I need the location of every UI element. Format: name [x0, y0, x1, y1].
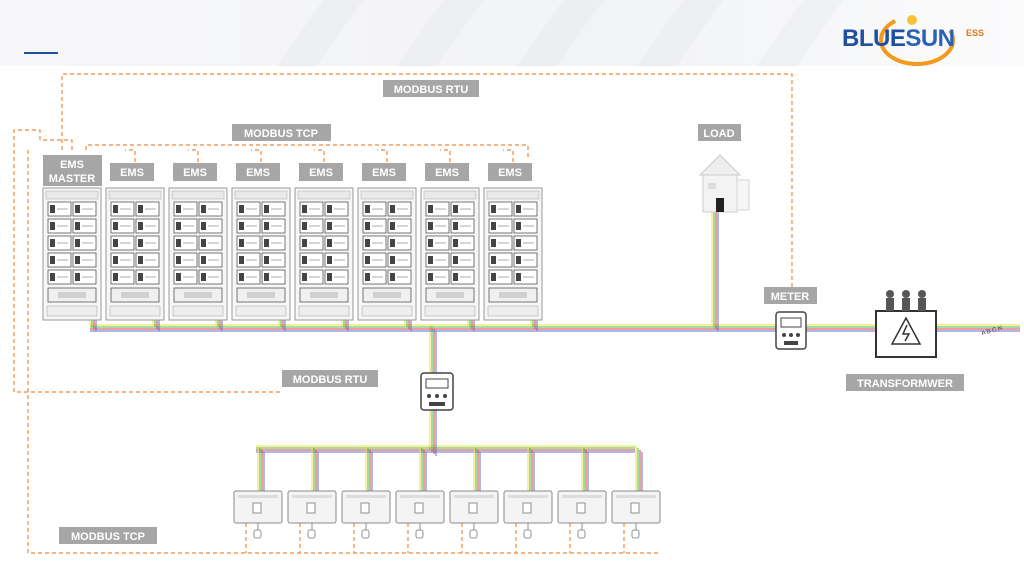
modbus-dashed-links — [13, 73, 793, 554]
svg-text:METER: METER — [771, 291, 810, 303]
battery-cabinet — [483, 187, 543, 321]
inverter — [341, 490, 391, 539]
inverter-meter-icon — [420, 372, 454, 411]
ems-label: EMS — [488, 163, 532, 181]
svg-text:EMS: EMS — [183, 167, 207, 179]
ems-label: EMS — [425, 163, 469, 181]
battery-cabinet — [42, 187, 102, 321]
transformer-label: TRANSFORMWER — [846, 374, 964, 391]
label-modbus-tcp-bottom: MODBUS TCP — [59, 527, 157, 544]
ems-label: EMS — [236, 163, 280, 181]
svg-text:MODBUS RTU: MODBUS RTU — [293, 374, 368, 386]
battery-cabinet — [420, 187, 480, 321]
svg-text:EMS: EMS — [120, 167, 144, 179]
svg-text:EMS: EMS — [435, 167, 459, 179]
power-wiring — [89, 212, 1020, 491]
svg-text:MODBUS TCP: MODBUS TCP — [244, 128, 318, 140]
svg-text:EMS: EMS — [498, 167, 522, 179]
inverter — [395, 490, 445, 539]
header-band — [0, 0, 1024, 66]
svg-text:MODBUS TCP: MODBUS TCP — [71, 531, 145, 543]
svg-text:TRANSFORMWER: TRANSFORMWER — [857, 378, 953, 390]
inverter — [503, 490, 553, 539]
title-underline — [24, 52, 58, 54]
logo-ess-suffix: ESS — [966, 28, 985, 38]
svg-text:EMS: EMS — [246, 167, 270, 179]
ems-label: EMS — [362, 163, 406, 181]
svg-text:EMS: EMS — [60, 159, 84, 171]
svg-text:EMS: EMS — [309, 167, 333, 179]
battery-cabinet — [105, 187, 165, 321]
svg-text:MODBUS RTU: MODBUS RTU — [394, 84, 469, 96]
meter-label: METER — [764, 287, 817, 304]
battery-cabinet-row — [42, 187, 543, 321]
battery-cabinet — [357, 187, 417, 321]
label-ems-master: EMS MASTER — [43, 155, 102, 186]
phase-labels: A B C N — [981, 326, 1003, 337]
inverter — [233, 490, 283, 539]
house-icon — [698, 154, 750, 213]
ems-label: EMS — [110, 163, 154, 181]
ems-label: EMS — [173, 163, 217, 181]
ems-label-row: EMS EMS EMS EMS EMS EMS EMS — [110, 163, 532, 181]
load-label: LOAD — [698, 124, 741, 141]
inverter — [449, 490, 499, 539]
transformer-icon — [875, 290, 937, 358]
ems-modbus-tcp-links — [125, 149, 625, 553]
grid-meter-icon — [775, 311, 807, 350]
logo-wordmark: BLUESUN — [842, 25, 955, 52]
bluesun-logo: BLUESUN ESS — [842, 10, 992, 66]
label-modbus-rtu-top: MODBUS RTU — [383, 80, 479, 97]
inverter-row — [233, 490, 661, 539]
ems-label: EMS — [299, 163, 343, 181]
svg-text:MASTER: MASTER — [49, 173, 96, 185]
battery-cabinet — [168, 187, 228, 321]
sun-swoosh-icon — [879, 14, 955, 66]
inverter — [557, 490, 607, 539]
label-modbus-rtu-mid: MODBUS RTU — [282, 370, 378, 387]
battery-cabinet — [231, 187, 291, 321]
inverter — [287, 490, 337, 539]
inverter — [611, 490, 661, 539]
svg-text:LOAD: LOAD — [703, 128, 734, 140]
label-modbus-tcp-top: MODBUS TCP — [232, 124, 331, 141]
svg-text:EMS: EMS — [372, 167, 396, 179]
battery-cabinet — [294, 187, 354, 321]
